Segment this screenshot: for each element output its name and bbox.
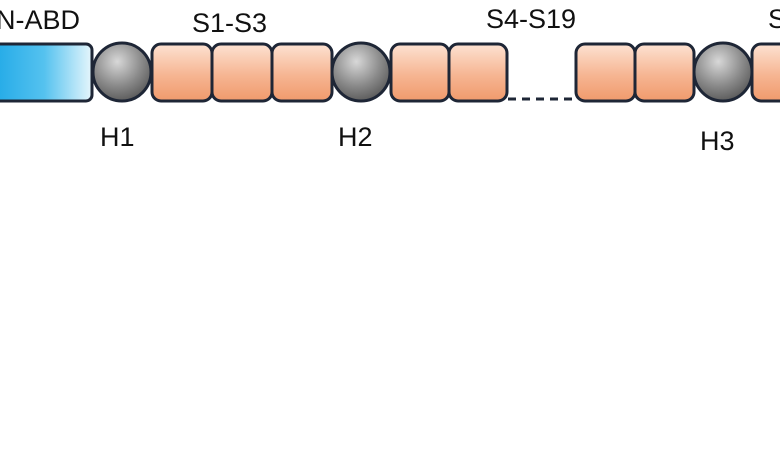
spectrin-repeat-s3 [270, 42, 334, 103]
spectrin-repeat-s5 [447, 42, 509, 103]
spectrin-repeat-s19 [633, 42, 696, 103]
abd-domain [0, 42, 94, 103]
spectrin-repeat-s20-partial [750, 42, 780, 103]
hinge-h2-label: H2 [338, 122, 373, 152]
hinge-h1-label: H1 [100, 122, 135, 152]
abd-label: N-ABD [0, 5, 80, 35]
group-s4-s19-label: S4-S19 [486, 4, 576, 34]
hinge-h2 [330, 41, 392, 103]
hinge-h3-label: H3 [700, 126, 735, 156]
hinge-h3 [692, 41, 754, 103]
group-s1-s3-label: S1-S3 [192, 8, 267, 38]
spectrin-repeat-s4 [389, 42, 451, 103]
spectrin-repeat-s2 [210, 42, 274, 103]
group-s20-partial-label: S [768, 4, 780, 34]
spectrin-repeat-s1 [150, 42, 214, 103]
hinge-h1 [91, 41, 153, 103]
spectrin-repeat-s18 [574, 42, 637, 103]
